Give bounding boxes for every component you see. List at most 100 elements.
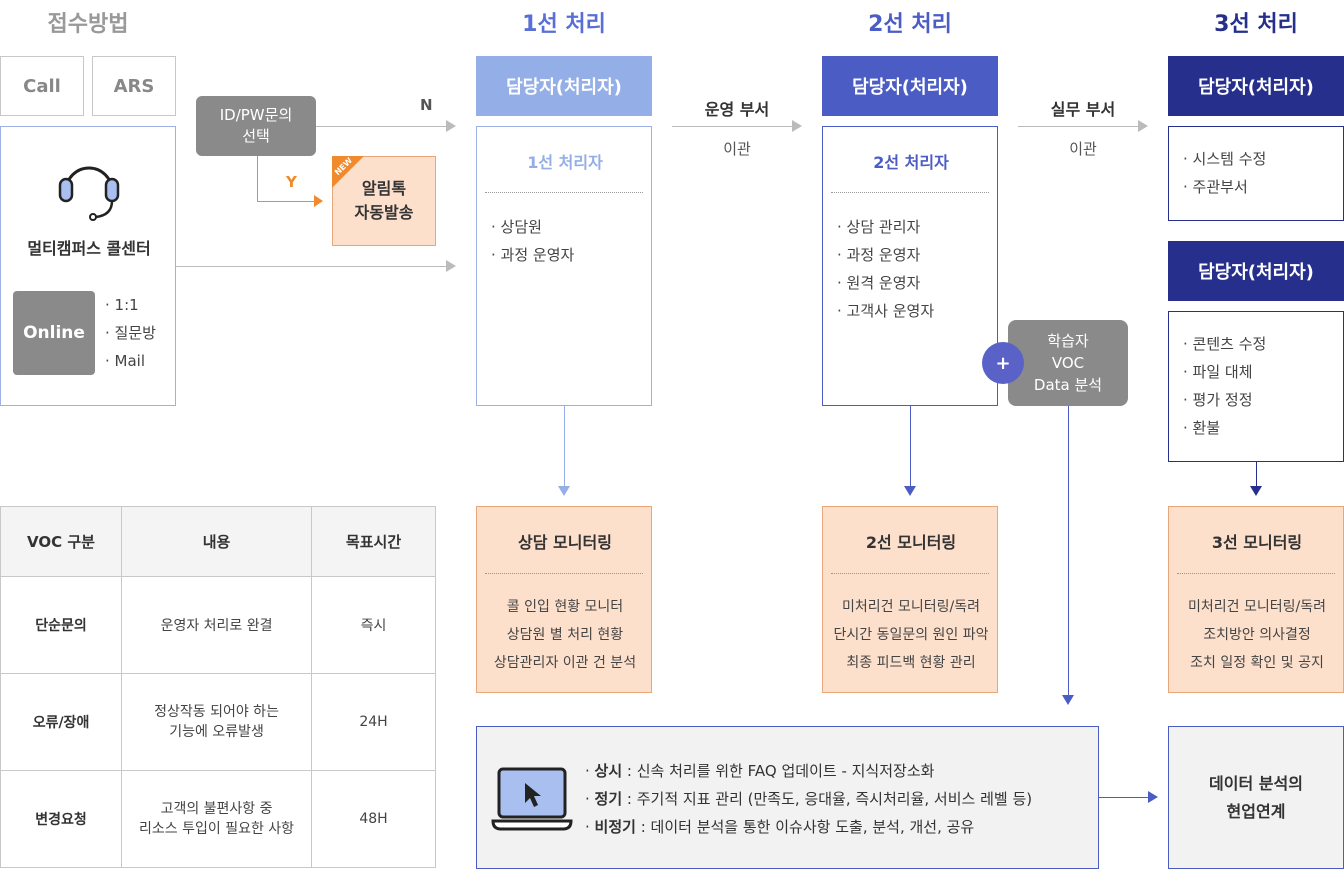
third-handler-header-2: 담당자(처리자) (1168, 241, 1344, 301)
transfer1-dept: 운영 부서 (704, 100, 770, 119)
y-connector-vertical (257, 156, 258, 202)
third-monitoring-title: 3선 모니터링 (1211, 533, 1303, 552)
analysis-item: · 정기 : 주기적 지표 관리 (만족도, 응대율, 즉시처리율, 서비스 레… (585, 790, 1033, 808)
y-connector-horizontal (257, 201, 315, 202)
second-handler-header: 담당자(처리자) (822, 56, 998, 116)
transfer2-dept: 실무 부서 (1050, 100, 1116, 119)
call-center-box: 멀티캠퍼스 콜센터 Online 1:1 질문방 Mail (0, 126, 176, 406)
n-connector-line (316, 126, 448, 127)
second-monitoring-box: 2선 모니터링 미처리건 모니터링/독려 단시간 동일문의 원인 파악 최종 피… (822, 506, 998, 693)
first-down-line (564, 406, 565, 488)
second-down-line (910, 406, 911, 488)
analysis-to-result-arrow (1148, 791, 1158, 803)
online-channel-item: Mail (105, 347, 156, 375)
list-item: 미처리건 모니터링/독려 (842, 599, 980, 615)
divider (485, 573, 643, 574)
intake-header: 접수방법 (47, 12, 129, 37)
new-badge-corner (332, 156, 364, 188)
first-line-header: 1선 처리 (522, 12, 606, 37)
divider (485, 192, 643, 193)
ars-box: ARS (92, 56, 176, 116)
first-handler-box: 1선 처리자 상담원 과정 운영자 (476, 126, 652, 406)
table-cell: 48H (311, 770, 436, 868)
analysis-item-text: : 데이터 분석을 통한 이슈사항 도출, 분석, 개선, 공유 (635, 818, 975, 836)
table-cell: 오류/장애 (0, 673, 123, 771)
third-down-arrow (1250, 486, 1262, 496)
call-center-name: 멀티캠퍼스 콜센터 (27, 239, 151, 258)
table-header: 내용 (121, 506, 313, 577)
table-cell: 단순문의 (0, 576, 123, 674)
first-handler-list: 상담원 과정 운영자 (491, 213, 575, 269)
list-item: 상담원 별 처리 현황 (506, 627, 624, 643)
table-cell: 24H (311, 673, 436, 771)
list-item: 미처리건 모니터링/독려 (1188, 599, 1326, 615)
list-item: 상담원 (491, 213, 574, 241)
table-cell: 정상작동 되어야 하는 기능에 오류발생 (121, 673, 313, 771)
list-item: 원격 운영자 (837, 269, 934, 297)
second-handler-title: 2선 처리자 (873, 153, 949, 172)
table-cell: 운영자 처리로 완결 (121, 576, 313, 674)
third-down-line (1256, 462, 1257, 488)
analysis-to-result-line (1099, 797, 1150, 798)
list-item: 단시간 동일문의 원인 파악 (833, 627, 989, 643)
n-arrow (446, 120, 456, 132)
list-item: 시스템 수정 (1183, 145, 1267, 173)
first-handler-header: 담당자(처리자) (476, 56, 652, 116)
list-item: 과정 운영자 (837, 241, 934, 269)
third-handler-list-1: 시스템 수정 주관부서 (1183, 145, 1267, 201)
list-item: 콜 인입 현황 모니터 (506, 599, 624, 615)
table-cell: 고객의 불편사항 중 리소스 투입이 필요한 사항 (121, 770, 313, 868)
online-channel-list: 1:1 질문방 Mail (105, 291, 156, 375)
id-pw-decision: ID/PW문의 선택 (196, 96, 316, 156)
list-item: 콘텐츠 수정 (1183, 330, 1267, 358)
list-item: 파일 대체 (1183, 358, 1266, 386)
analysis-item-label: 상시 (594, 762, 623, 780)
table-header: VOC 구분 (0, 506, 123, 577)
transfer1-action: 이관 (723, 140, 751, 158)
analysis-item-label: 비정기 (594, 818, 636, 836)
voc-down-arrow (1062, 695, 1074, 705)
online-channel-item: 1:1 (105, 291, 156, 319)
laptop-icon (491, 767, 573, 831)
second-line-header: 2선 처리 (868, 12, 952, 37)
online-badge: Online (13, 291, 95, 375)
divider (831, 573, 989, 574)
analysis-item-label: 정기 (594, 790, 623, 808)
first-monitoring-list: 콜 인입 현황 모니터 상담원 별 처리 현황 상담관리자 이관 건 분석 (477, 593, 653, 677)
table-header-row: VOC 구분 내용 목표시간 (0, 506, 436, 577)
voc-table: VOC 구분 내용 목표시간 단순문의 운영자 처리로 완결 즉시 오류/장애 … (0, 506, 436, 868)
list-item: 상담 관리자 (837, 213, 934, 241)
second-monitoring-list: 미처리건 모니터링/독려 단시간 동일문의 원인 파악 최종 피드백 현황 관리 (823, 593, 999, 677)
third-monitoring-box: 3선 모니터링 미처리건 모니터링/독려 조치방안 의사결정 조치 일정 확인 … (1168, 506, 1344, 693)
analysis-item: · 비정기 : 데이터 분석을 통한 이슈사항 도출, 분석, 개선, 공유 (585, 818, 975, 836)
analysis-result-box: 데이터 분석의 현업연계 (1168, 726, 1344, 869)
divider (1177, 573, 1335, 574)
list-item: 평가 정정 (1183, 386, 1266, 414)
analysis-list: · 상시 : 신속 처리를 위한 FAQ 업데이트 - 지식저장소화 · 정기 … (585, 757, 1032, 841)
analysis-item-text: : 주기적 지표 관리 (만족도, 응대율, 즉시처리율, 서비스 레벨 등) (622, 790, 1033, 808)
second-down-arrow (904, 486, 916, 496)
list-item: 과정 운영자 (491, 241, 575, 269)
list-item: 조치방안 의사결정 (1203, 627, 1311, 643)
analysis-box: · 상시 : 신속 처리를 위한 FAQ 업데이트 - 지식저장소화 · 정기 … (476, 726, 1099, 869)
center-to-first-line (176, 266, 448, 267)
y-label: Y (286, 173, 297, 191)
y-arrow (314, 195, 323, 207)
transfer2-arrow (1138, 120, 1148, 132)
transfer1-line (672, 126, 794, 127)
center-to-first-arrow (446, 260, 456, 272)
list-item: 고객사 운영자 (837, 297, 935, 325)
list-item: 조치 일정 확인 및 공지 (1190, 655, 1324, 671)
table-cell: 변경요청 (0, 770, 123, 868)
third-handler-box-1: 시스템 수정 주관부서 (1168, 126, 1344, 221)
list-item: 환불 (1183, 414, 1266, 442)
plus-icon: + (982, 342, 1024, 384)
third-handler-list-2: 콘텐츠 수정 파일 대체 평가 정정 환불 (1183, 330, 1267, 442)
table-header: 목표시간 (311, 506, 436, 577)
n-label: N (420, 96, 433, 114)
third-handler-header-1: 담당자(처리자) (1168, 56, 1344, 116)
second-handler-box: 2선 처리자 상담 관리자 과정 운영자 원격 운영자 고객사 운영자 (822, 126, 998, 406)
transfer2-action: 이관 (1069, 140, 1097, 158)
third-monitoring-list: 미처리건 모니터링/독려 조치방안 의사결정 조치 일정 확인 및 공지 (1169, 593, 1344, 677)
list-item: 상담관리자 이관 건 분석 (493, 655, 637, 671)
